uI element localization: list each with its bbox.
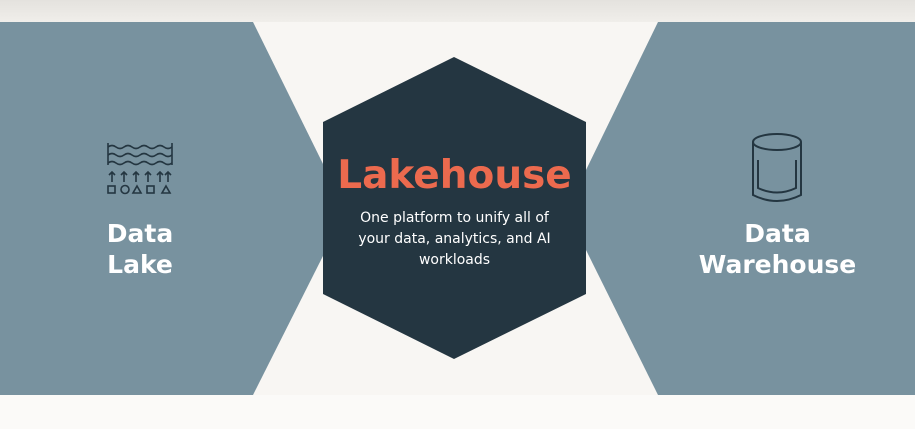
data-lake-label-line2: Lake — [107, 250, 173, 279]
data-lake-panel — [0, 22, 326, 395]
lakehouse-title: Lakehouse — [337, 153, 572, 198]
lakehouse-hexagon — [323, 57, 586, 359]
bottom-band — [0, 395, 915, 429]
data-warehouse-label: Data Warehouse — [690, 218, 865, 280]
data-warehouse-label-line1: Data — [744, 219, 811, 248]
data-warehouse-label-line2: Warehouse — [698, 250, 857, 279]
database-cylinder-icon — [752, 133, 802, 202]
data-lake-label: Data Lake — [60, 218, 220, 280]
lakehouse-description: One platform to unify all of your data, … — [358, 210, 551, 268]
data-lake-label-line1: Data — [106, 219, 174, 248]
top-shadow — [0, 0, 915, 22]
data-lake-icon — [107, 143, 173, 195]
data-warehouse-panel — [586, 22, 915, 395]
